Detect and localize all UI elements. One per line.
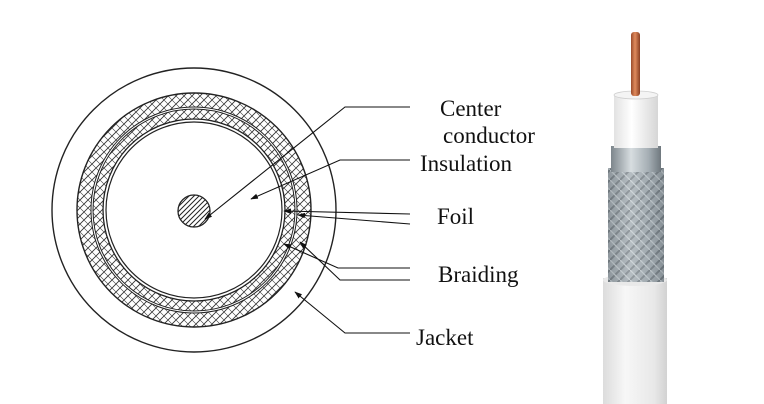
label-conductor: conductor [443,123,535,148]
center-conductor-core [177,194,211,228]
leader-insulation [250,159,410,200]
leader-lines [204,106,411,334]
label-braiding: Braiding [438,262,519,287]
label-jacket: Jacket [416,325,474,350]
label-insulation: Insulation [420,151,512,176]
leader-center-conductor [204,106,410,220]
leader-foil-2 [297,212,411,225]
leader-foil-1 [283,208,411,215]
cable-foil [611,146,661,172]
cable-copper-core [631,32,640,96]
cross-section [51,67,337,353]
label-foil: Foil [437,204,475,229]
label-center: Center [440,96,502,121]
cable-illustration [603,32,667,404]
cable-insulation [614,94,658,148]
cable-braid-shade [608,168,664,282]
leader-braiding-2 [299,241,410,281]
leader-braiding-1 [283,243,410,269]
leader-jacket [294,291,410,334]
cable-jacket [603,278,667,404]
